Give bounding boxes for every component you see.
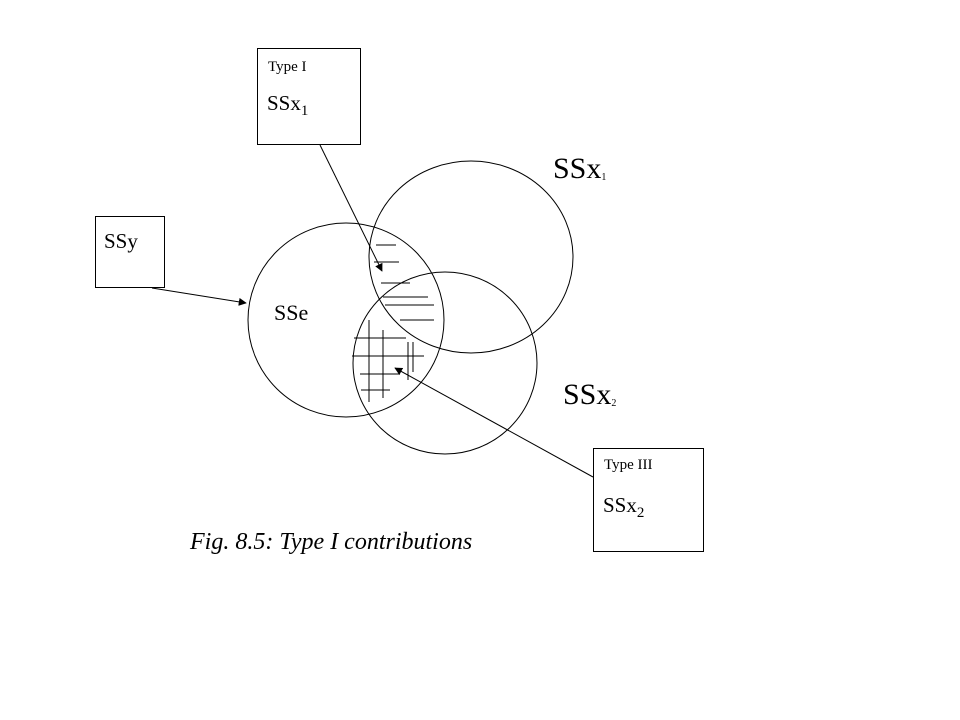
ssx2-circle [352,271,538,455]
ssy-box: SSy [95,216,165,288]
type3-arrow [394,367,594,478]
ssy-label: SSy [104,229,138,253]
type3-value: SSx2 [603,493,645,522]
type3-box: Type III SSx2 [593,448,704,552]
type1-hatching [374,244,434,321]
figure-caption: Fig. 8.5: Type I contributions [190,529,473,555]
ssx2-label: SSx2 [563,378,617,411]
type1-heading: Type I [268,59,307,75]
type1-box: Type I SSx1 [257,48,361,145]
ssy-arrow [151,287,247,306]
ssx1-circle [368,160,574,354]
sse-label: SSe [274,300,309,325]
ssx1-label: SSx1 [553,152,607,185]
type3-grid-hatching [352,320,424,402]
type1-value: SSx1 [267,91,309,120]
type1-arrow [319,144,383,272]
sse-circle [247,222,445,418]
type3-heading: Type III [604,457,653,473]
